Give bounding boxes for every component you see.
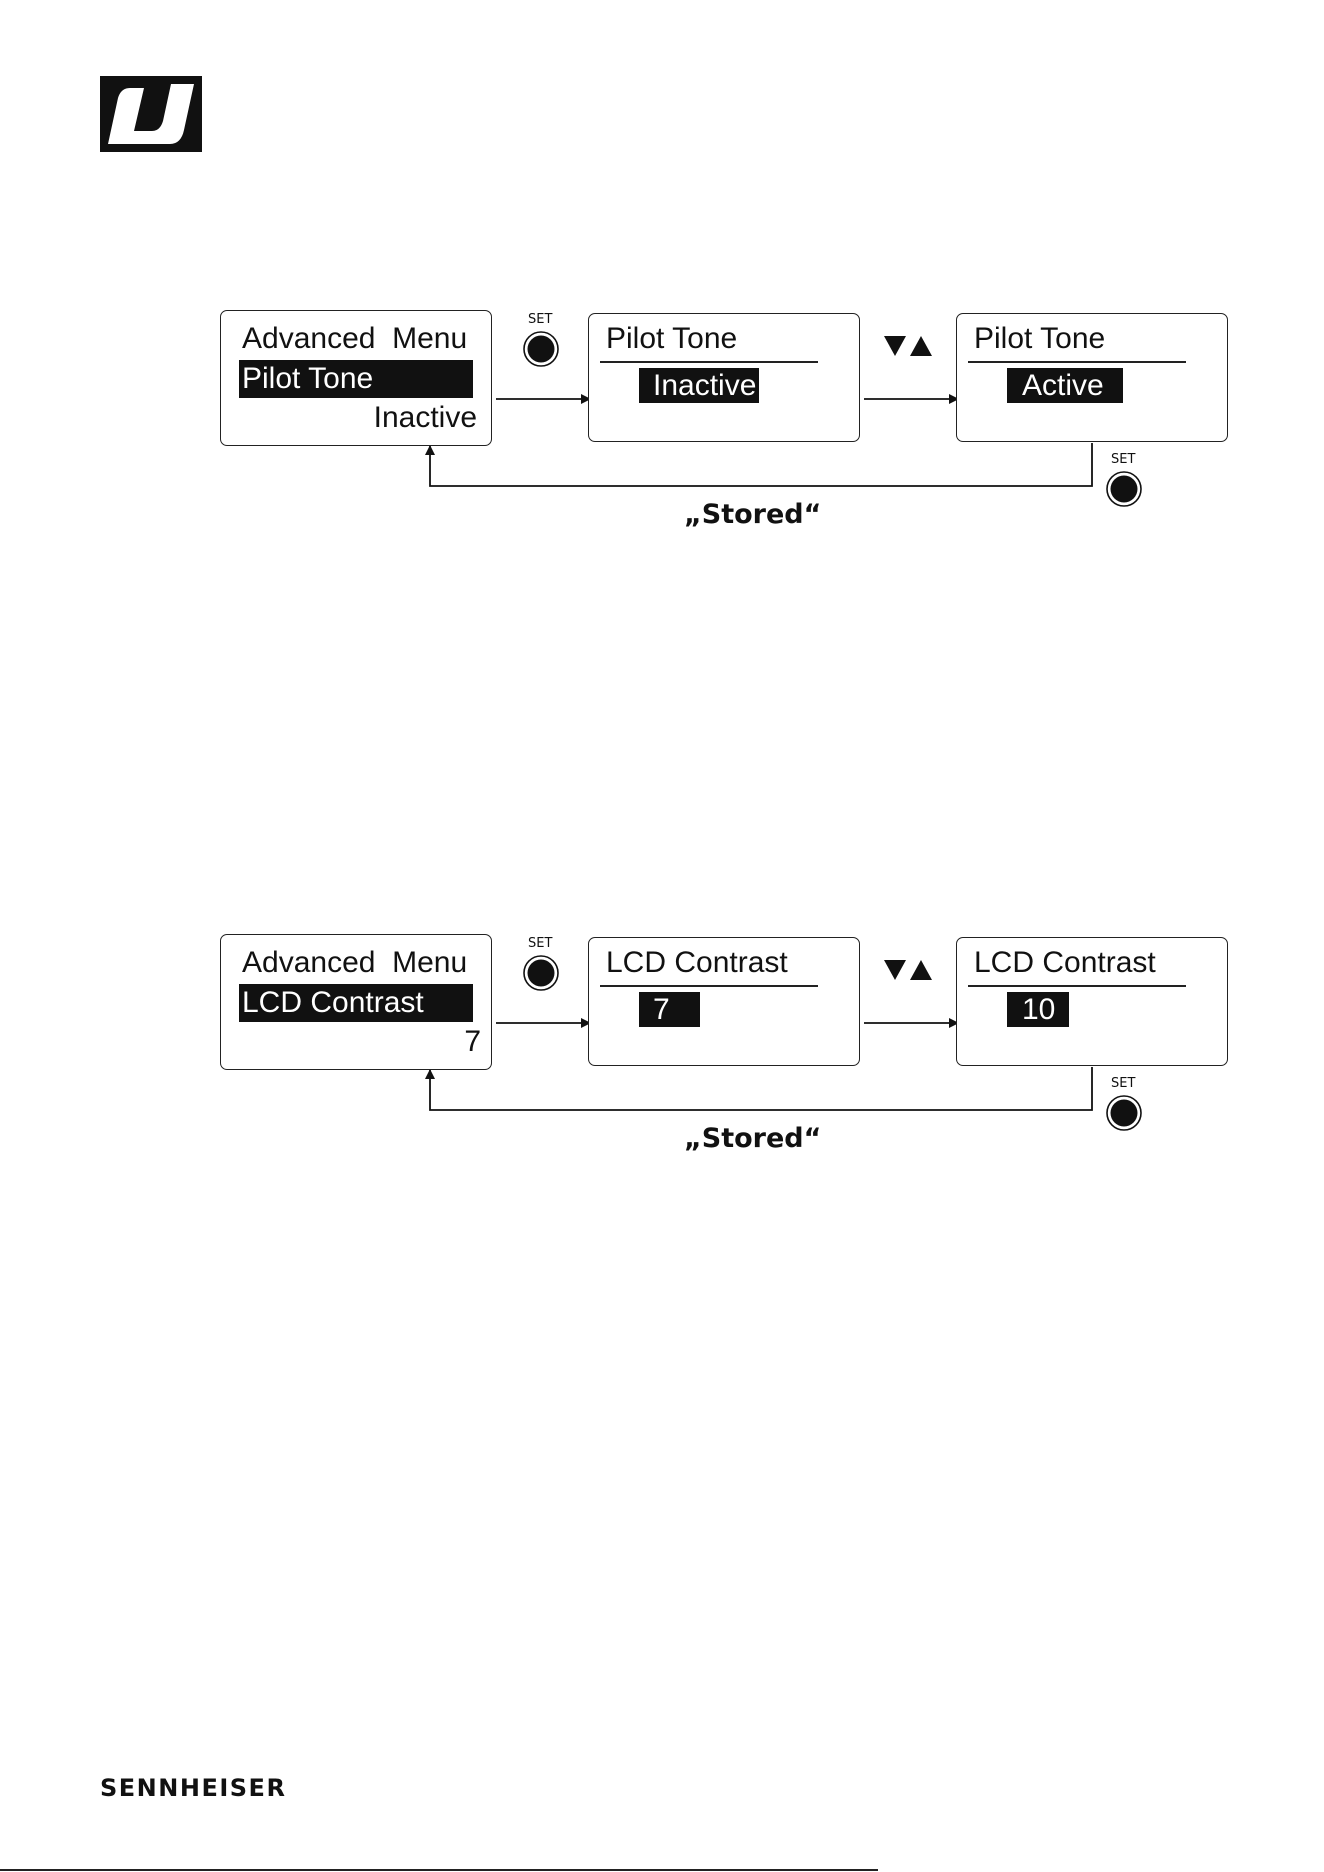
stored-label: „Stored“ — [684, 501, 821, 528]
sennheiser-logo-icon — [100, 76, 202, 152]
down-up-arrows-icon — [884, 960, 932, 980]
brand-wordmark: SENNHEISER — [100, 1776, 286, 1800]
pilot-tone-diagram: Advanced Menu Pilot Tone Inactive SET Pi… — [0, 300, 1324, 560]
title-underline — [968, 361, 1186, 363]
edit-screen: LCD Contrast 7 — [588, 937, 860, 1066]
edit-value: 7 — [639, 992, 700, 1027]
set-button-icon — [1107, 1096, 1141, 1130]
title-underline — [600, 361, 818, 363]
result-screen: LCD Contrast 10 — [956, 937, 1228, 1066]
return-arrow — [430, 443, 1092, 486]
result-title: Pilot Tone — [974, 324, 1105, 354]
menu-selected-item: Pilot Tone — [239, 360, 473, 398]
set-label: SET — [528, 313, 552, 326]
set-button-icon — [524, 956, 558, 990]
edit-title: Pilot Tone — [606, 324, 737, 354]
set-label: SET — [1111, 453, 1135, 466]
menu-screen: Advanced Menu Pilot Tone Inactive — [220, 310, 492, 446]
result-title: LCD Contrast — [974, 948, 1156, 978]
edit-title: LCD Contrast — [606, 948, 788, 978]
stored-label: „Stored“ — [684, 1125, 821, 1152]
result-value: 10 — [1007, 992, 1069, 1027]
edit-screen: Pilot Tone Inactive — [588, 313, 860, 442]
result-value: Active — [1007, 368, 1123, 403]
menu-current-value: Inactive — [374, 403, 477, 433]
set-label: SET — [1111, 1077, 1135, 1090]
set-button-icon — [524, 332, 558, 366]
title-underline — [600, 985, 818, 987]
return-arrow — [430, 1067, 1092, 1110]
menu-current-value: 7 — [464, 1027, 481, 1057]
edit-value: Inactive — [639, 368, 759, 403]
menu-title: Advanced Menu — [242, 324, 467, 354]
menu-title: Advanced Menu — [242, 948, 467, 978]
footer-divider — [0, 1869, 878, 1871]
menu-screen: Advanced Menu LCD Contrast 7 — [220, 934, 492, 1070]
menu-selected-item: LCD Contrast — [239, 984, 473, 1022]
set-label: SET — [528, 937, 552, 950]
result-screen: Pilot Tone Active — [956, 313, 1228, 442]
down-up-arrows-icon — [884, 336, 932, 356]
lcd-contrast-diagram: Advanced Menu LCD Contrast 7 SET LCD Con… — [0, 924, 1324, 1184]
set-button-icon — [1107, 472, 1141, 506]
title-underline — [968, 985, 1186, 987]
